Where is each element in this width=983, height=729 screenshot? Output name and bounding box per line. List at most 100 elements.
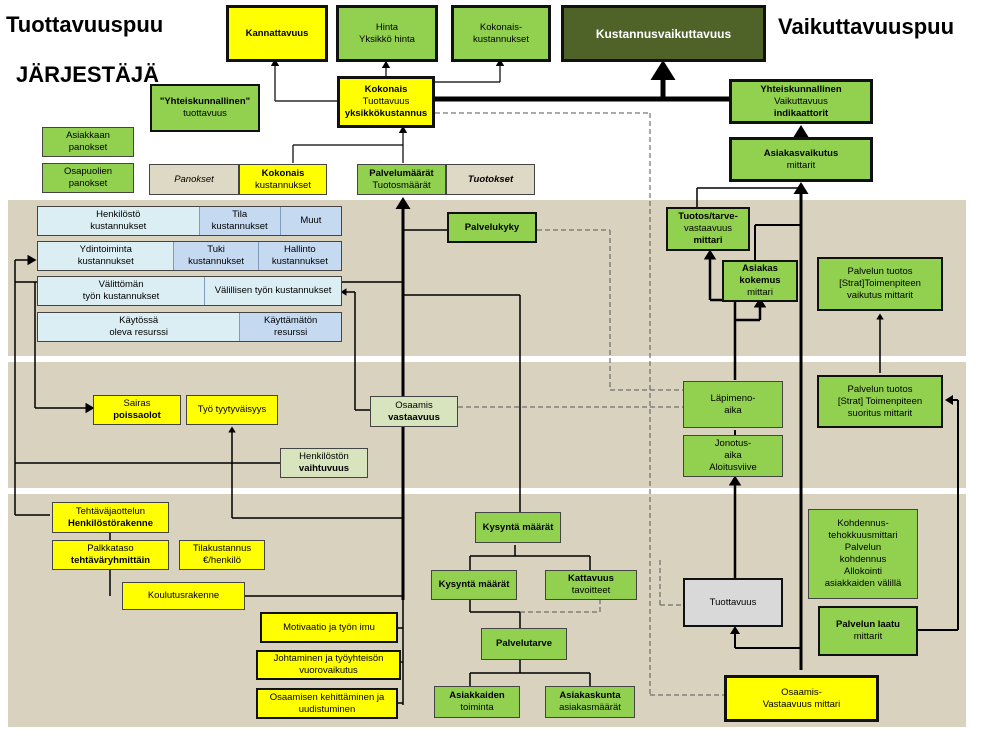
hinta-label: Hinta [375,21,399,33]
kannattavuus-box: Kannattavuus [226,5,328,62]
yhteiskunnallinen-tuottavuus-label: "Yhteiskunnallinen" [159,96,251,107]
kysyntamaarat-top-box: Kysyntä määrät [475,512,561,543]
poissaolot-label: poissaolot [113,410,161,421]
tila-label: Tila [232,209,248,220]
tehtavaryhmittain-label: tehtäväryhmittäin [70,555,151,566]
kokonaiskustannukset-sublabel: kustannukset [255,179,311,191]
tuki-label: Tuki [207,244,225,255]
osaamisvastaavuus-mittari-box: Osaamis-Vastaavuus mittari [724,675,879,722]
indikaattorit-label: indikaattorit [773,107,829,119]
kohdennus-tehokkuus-label: tehokkuusmittari [828,530,898,541]
palvelutarve-box: Palvelutarve [481,628,567,660]
yhteiskunnallinen-tuottavuus-box: "Yhteiskunnallinen"tuottavuus [150,84,260,132]
valillisen-tyon-cell: Välillisen työn kustannukset [205,277,341,305]
osaamisvastaavuus-mittari-label: Osaamis- [781,686,822,698]
kaytossa-sublabel: oleva resurssi [109,327,168,338]
henkilosto-sublabel: kustannukset [90,221,147,232]
palkkataso-label: Palkkataso [87,543,134,554]
henkiloston-label: Henkilöstön [299,451,349,462]
pt-suoritus-label: Palvelun tuotos [847,383,913,395]
ydintoiminta-sublabel: kustannukset [77,256,134,267]
jonotus-label: Jonotus- [714,438,752,449]
valittoman-sublabel: työn kustannukset [82,291,160,302]
tilakustannus-label: Tilakustannus [192,543,252,554]
asiakasvaikutus-label: Asiakasvaikutus [763,147,839,159]
lapimeno-label: Läpimeno- [710,392,756,404]
kokonais-label: Kokonais [364,84,408,95]
kohdennus-allokointi-label: Allokointi [843,566,883,577]
sairas-label: Sairas [123,398,151,409]
uudistuminen-label: uudistuminen [298,703,356,715]
pt-suoritus-mittarit-label: suoritus mittarit [847,407,913,419]
tuotosmaarat-label: Tuotosmäärät [372,179,431,191]
kustannusvaikuttavuus-box: Kustannusvaikuttavuus [561,5,766,62]
asiakasmaarat-label: asiakasmäärät [559,702,621,713]
palvelukyky-box: Palvelukyky [447,212,537,243]
kokonais-tuottavuus-label: Tuottavuus [362,96,410,107]
kokemus-mittari-label: mittari [747,287,773,298]
tuki-sublabel: kustannukset [188,256,245,267]
muut-cell: Muut [280,207,341,235]
tehtavajaottelun-label: Tehtäväjaottelun [75,505,146,517]
palvelun-laatu-mittarit-label: mittarit [853,631,883,642]
title-vaikuttavuuspuu: Vaikuttavuuspuu [778,14,955,39]
johtaminen-label: Johtaminen ja työyhteisön [273,653,384,664]
asiakaskunta-label: Asiakaskunta [559,690,621,701]
henkilostorakenne-label: Henkilöstörakenne [68,517,153,529]
koulutusrakenne-box: Koulutusrakenne [122,582,245,610]
vuorovaikutus-label: vuorovaikutus [299,665,358,676]
band-middle [8,362,966,488]
tuotos-tarve-label: Tuotos/tarve- [678,211,738,222]
title-tuottavuuspuu: Tuottavuuspuu [6,12,164,37]
jonotus-aika-label: aika [724,450,742,461]
ydintoiminta-label: Ydintoiminta [79,244,132,255]
lapimeno-aika-label: aika [724,404,742,416]
palvelumaarat-label: Palvelumäärät [369,167,434,179]
vaikuttavuus-label: Vaikuttavuus [774,95,828,107]
palvelukyky-label: Palvelukyky [464,221,520,233]
kohdennus-asiakkaiden-label: asiakkaiden välillä [824,578,902,589]
palvelutarve-label: Palvelutarve [496,638,552,649]
kokonaiskustannukset-top-box: Kokonais-kustannukset [451,5,551,62]
motivaatio-box: Motivaatio ja työn imu [260,612,398,643]
valittoman-label: Välittömän [98,279,144,290]
kokonaiskustannukset-label: Kokonais [261,167,305,179]
asiakkaan-sublabel: panokset [68,142,108,153]
osaamis-label: Osaamis [395,399,433,411]
asiakas-label: Asiakas [742,263,778,274]
palvelun-laatu-label: Palvelun laatu [836,619,900,630]
yhteiskunnallinen-tuottavuus-sublabel: tuottavuus [183,108,227,119]
kannattavuus-label: Kannattavuus [245,27,309,39]
kokonaiskustannukset-top-sublabel: kustannukset [473,33,529,45]
osapuolien-sublabel: panokset [68,178,108,189]
panokset-label: Panokset [174,173,214,185]
tuotokset-label: Tuotokset [467,173,514,185]
vastaavuus-label: vastaavuus [388,411,440,423]
osapuolien-label: Osapuolien [63,166,113,177]
kokonais-yksikkokustannus-label: yksikkökustannus [344,108,428,119]
hinta-sublabel: Yksikkö hinta [359,33,415,45]
pt-vaikutus-mittarit-label: vaikutus mittarit [847,290,913,301]
